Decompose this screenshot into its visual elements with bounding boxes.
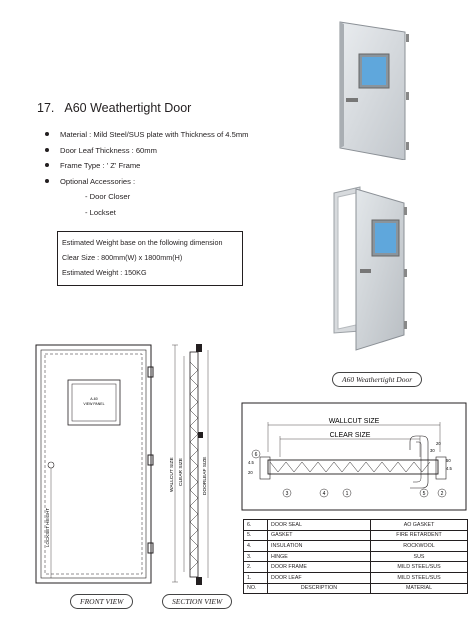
section-doorleaf-label: DOORLEAF SIZE <box>202 457 208 495</box>
table-cell: 1. <box>243 571 268 584</box>
section-number: 17. <box>37 101 55 115</box>
spec-item: Optional Accessories : <box>45 174 249 190</box>
plan-clear-label: CLEAR SIZE <box>330 432 371 439</box>
callout-number: 4 <box>323 491 326 497</box>
callout-number: 6 <box>255 452 258 458</box>
table-cell: SUS <box>370 550 468 563</box>
table-header-cell: MATERIAL <box>370 582 468 595</box>
section-clear-label: CLEAR SIZE <box>178 458 184 486</box>
hinge <box>406 34 409 42</box>
spec-item: Material : Mild Steel/SUS plate with Thi… <box>45 127 249 143</box>
table-cell: INSULATION <box>267 540 371 552</box>
table-cell: FIRE RETARDENT <box>370 529 468 542</box>
weight-box: Estimated Weight base on the following d… <box>57 231 243 286</box>
door-photo-closed <box>339 21 409 160</box>
accessory-item: - Door Closer <box>85 192 131 201</box>
table-cell: 2. <box>243 561 268 573</box>
hinge <box>406 142 409 150</box>
panel-label: VIEW PANEL <box>83 402 104 406</box>
callout-number: 3 <box>286 491 289 497</box>
callout-number: 1 <box>346 491 349 497</box>
door-photo-open <box>333 186 407 351</box>
section-view-caption: SECTION VIEW <box>162 594 233 609</box>
front-view-drawing: A-60 VIEW PANEL LOCKSET HEIGHT <box>35 344 154 584</box>
section-wallcut-label: WALLCUT SIZE <box>169 457 175 492</box>
table-cell: MILD STEEL/SUS <box>370 561 468 573</box>
callout-number: 5 <box>423 491 426 497</box>
dim-label: 30 <box>430 448 435 453</box>
dim-label: 4.5 <box>248 460 254 465</box>
panel-label: A-60 <box>90 397 97 401</box>
table-cell: DOOR FRAME <box>267 561 371 573</box>
table-cell: 6. <box>243 519 268 531</box>
table-cell: 4. <box>243 540 268 552</box>
table-cell: ROCKWOOL <box>370 540 468 552</box>
weight-line: Estimated Weight : 150KG <box>62 268 147 277</box>
spec-list: Material : Mild Steel/SUS plate with Thi… <box>45 127 249 220</box>
table-cell: 3. <box>243 550 268 563</box>
spec-item: Frame Type : ' Z' Frame <box>45 158 249 174</box>
dim-label: 20 <box>436 441 441 446</box>
weight-line: Estimated Weight base on the following d… <box>62 238 223 247</box>
spec-item: Door Leaf Thickness : 60mm <box>45 143 249 159</box>
table-cell: AO GASKET <box>370 519 468 531</box>
door-handle <box>346 98 358 102</box>
plan-wallcut-label: WALLCUT SIZE <box>329 418 380 425</box>
table-cell: DOOR LEAF <box>267 571 371 584</box>
table-header-cell: DESCRIPTION <box>267 582 371 595</box>
table-cell: GASKET <box>267 529 371 542</box>
photo-caption: A60 Weathertight Door <box>332 372 423 387</box>
front-view-caption: FRONT VIEW <box>70 594 134 609</box>
callout-number: 2 <box>441 491 444 497</box>
table-cell: 5. <box>243 529 268 542</box>
dim-label: 50 <box>446 458 451 463</box>
dim-label: 20 <box>248 470 253 475</box>
table-cell: HINGE <box>267 550 371 563</box>
accessory-item: - Lockset <box>85 207 116 217</box>
hinge <box>406 92 409 100</box>
weight-line: Clear Size : 800mm(W) x 1800mm(H) <box>62 253 183 262</box>
section-title-text: A60 Weathertight Door <box>64 101 192 115</box>
lockset-label: LOCKSET HEIGHT <box>45 508 50 547</box>
lock-icon <box>47 461 55 469</box>
section-title: 17. A60 Weathertight Door <box>37 101 191 115</box>
table-cell: DOOR SEAL <box>267 519 371 531</box>
table-header-cell: NO. <box>243 582 268 595</box>
dim-label: 4.5 <box>446 466 452 471</box>
section-view-drawing: WALLCUT SIZE CLEAR SIZE DOORLEAF SIZE <box>169 344 209 585</box>
table-cell: MILD STEEL/SUS <box>370 571 468 584</box>
plan-detail-drawing: WALLCUT SIZE CLEAR SIZE 20 4.5 30 20 50 … <box>241 402 467 511</box>
